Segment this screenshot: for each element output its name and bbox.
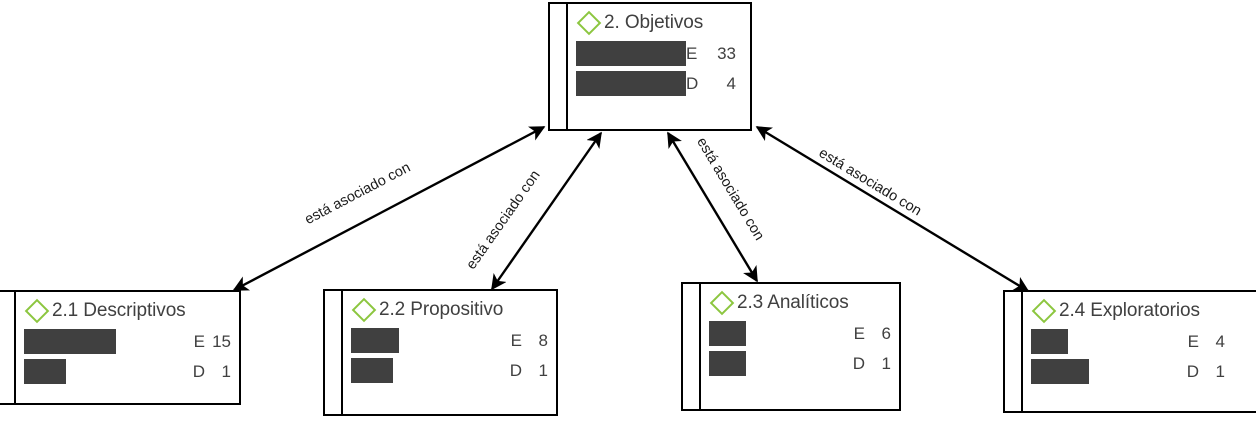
metric-value-e: 33 — [717, 43, 736, 63]
node-metrics: E 15 D 1 — [24, 329, 231, 384]
metric-label-d: D 1 — [1187, 362, 1225, 382]
metric-label-e: E 33 — [686, 44, 736, 64]
metric-row-d: D 1 — [24, 359, 231, 384]
node-title: 2. Objetivos — [604, 12, 704, 33]
metric-bar-d — [351, 358, 393, 383]
metric-bar-e — [351, 328, 399, 353]
metric-row-d: D 1 — [1031, 359, 1251, 384]
node-metrics: E 6 D 1 — [709, 321, 891, 376]
metric-label-d: D 4 — [686, 74, 736, 94]
metric-key-e: E — [193, 331, 205, 351]
node-2-3-analiticos[interactable]: 2.3 Analíticos E 6 D 1 — [681, 282, 901, 411]
metric-label-d: D 1 — [510, 361, 548, 381]
edge-label-root-2-4: está asociado con — [815, 145, 925, 220]
metric-row-d: D 4 — [576, 71, 742, 96]
metric-value-d: 1 — [881, 353, 891, 373]
metric-label-d: D 1 — [193, 362, 231, 382]
diamond-icon — [1031, 298, 1057, 324]
metric-row-e: E 15 — [24, 329, 231, 354]
node-body: 2.4 Exploratorios E 4 D 1 — [1023, 292, 1256, 411]
node-2-1-descriptivos[interactable]: 2.1 Descriptivos E 15 D 1 — [0, 290, 241, 405]
node-title-row: 2.4 Exploratorios — [1031, 296, 1251, 326]
metric-value-e: 15 — [212, 331, 231, 351]
metric-label-d: D 1 — [853, 354, 891, 374]
metric-value-e: 6 — [881, 323, 891, 343]
metric-row-e: E 6 — [709, 321, 891, 346]
node-body: 2. Objetivos E 33 D 4 — [568, 4, 750, 129]
metric-key-e: E — [686, 43, 698, 63]
node-body: 2.1 Descriptivos E 15 D 1 — [16, 292, 239, 403]
node-title: 2.4 Exploratorios — [1059, 300, 1200, 321]
node-accent-stripe — [683, 284, 701, 409]
edge-label-root-2-3: está asociado con — [693, 134, 768, 244]
diamond-icon — [351, 297, 377, 323]
metric-row-e: E 8 — [351, 328, 548, 353]
metric-value-e: 8 — [538, 330, 548, 350]
node-title: 2.3 Analíticos — [737, 292, 849, 313]
metric-label-e: E 15 — [194, 332, 231, 352]
node-title-row: 2.1 Descriptivos — [24, 296, 231, 326]
metric-key-d: D — [192, 361, 205, 381]
node-metrics: E 4 D 1 — [1031, 329, 1251, 384]
node-title: 2.1 Descriptivos — [52, 300, 186, 321]
metric-bar-d — [709, 351, 746, 376]
metric-key-d: D — [686, 73, 699, 93]
node-accent-stripe — [550, 4, 568, 129]
metric-label-e: E 8 — [511, 331, 548, 351]
node-accent-stripe — [0, 292, 16, 403]
metric-bar-e — [576, 41, 686, 66]
diamond-icon — [576, 10, 602, 36]
metric-bar-d — [24, 359, 66, 384]
node-2-2-propositivo[interactable]: 2.2 Propositivo E 8 D 1 — [323, 289, 558, 416]
metric-value-d: 1 — [538, 360, 548, 380]
node-metrics: E 8 D 1 — [351, 328, 548, 383]
metric-value-d: 4 — [726, 73, 736, 93]
edge-root-to-2-1 — [232, 125, 546, 292]
metric-key-e: E — [510, 330, 522, 350]
node-body: 2.3 Analíticos E 6 D 1 — [701, 284, 899, 409]
metric-key-e: E — [1187, 331, 1199, 351]
edge-root-to-2-4 — [755, 125, 1030, 293]
metric-bar-e — [709, 321, 746, 346]
metric-key-d: D — [509, 360, 522, 380]
metric-key-d: D — [852, 353, 865, 373]
diamond-icon — [24, 298, 50, 324]
metric-label-e: E 4 — [1188, 332, 1225, 352]
metric-bar-d — [1031, 359, 1089, 384]
metric-bar-e — [24, 329, 116, 354]
node-body: 2.2 Propositivo E 8 D 1 — [343, 291, 556, 414]
metric-value-d: 1 — [221, 361, 231, 381]
node-title-row: 2.3 Analíticos — [709, 288, 891, 318]
metric-bar-d — [576, 71, 686, 96]
metric-key-d: D — [1186, 361, 1199, 381]
metric-label-e: E 6 — [854, 324, 891, 344]
diamond-icon — [709, 290, 735, 316]
metric-value-d: 1 — [1215, 361, 1225, 381]
metric-key-e: E — [853, 323, 865, 343]
node-2-objetivos[interactable]: 2. Objetivos E 33 D 4 — [548, 2, 752, 131]
node-title: 2.2 Propositivo — [379, 299, 504, 320]
metric-bar-e — [1031, 329, 1068, 354]
edge-label-root-2-1: está asociado con — [302, 159, 414, 229]
metric-row-d: D 1 — [351, 358, 548, 383]
node-accent-stripe — [1005, 292, 1023, 411]
metric-row-e: E 4 — [1031, 329, 1251, 354]
metric-value-e: 4 — [1215, 331, 1225, 351]
node-title-row: 2. Objetivos — [576, 8, 742, 38]
node-title-row: 2.2 Propositivo — [351, 295, 548, 325]
metric-row-e: E 33 — [576, 41, 742, 66]
node-metrics: E 33 D 4 — [576, 41, 742, 96]
node-2-4-exploratorios[interactable]: 2.4 Exploratorios E 4 D 1 — [1003, 290, 1256, 413]
edge-label-root-2-2: está asociado con — [463, 167, 544, 273]
node-accent-stripe — [325, 291, 343, 414]
metric-row-d: D 1 — [709, 351, 891, 376]
